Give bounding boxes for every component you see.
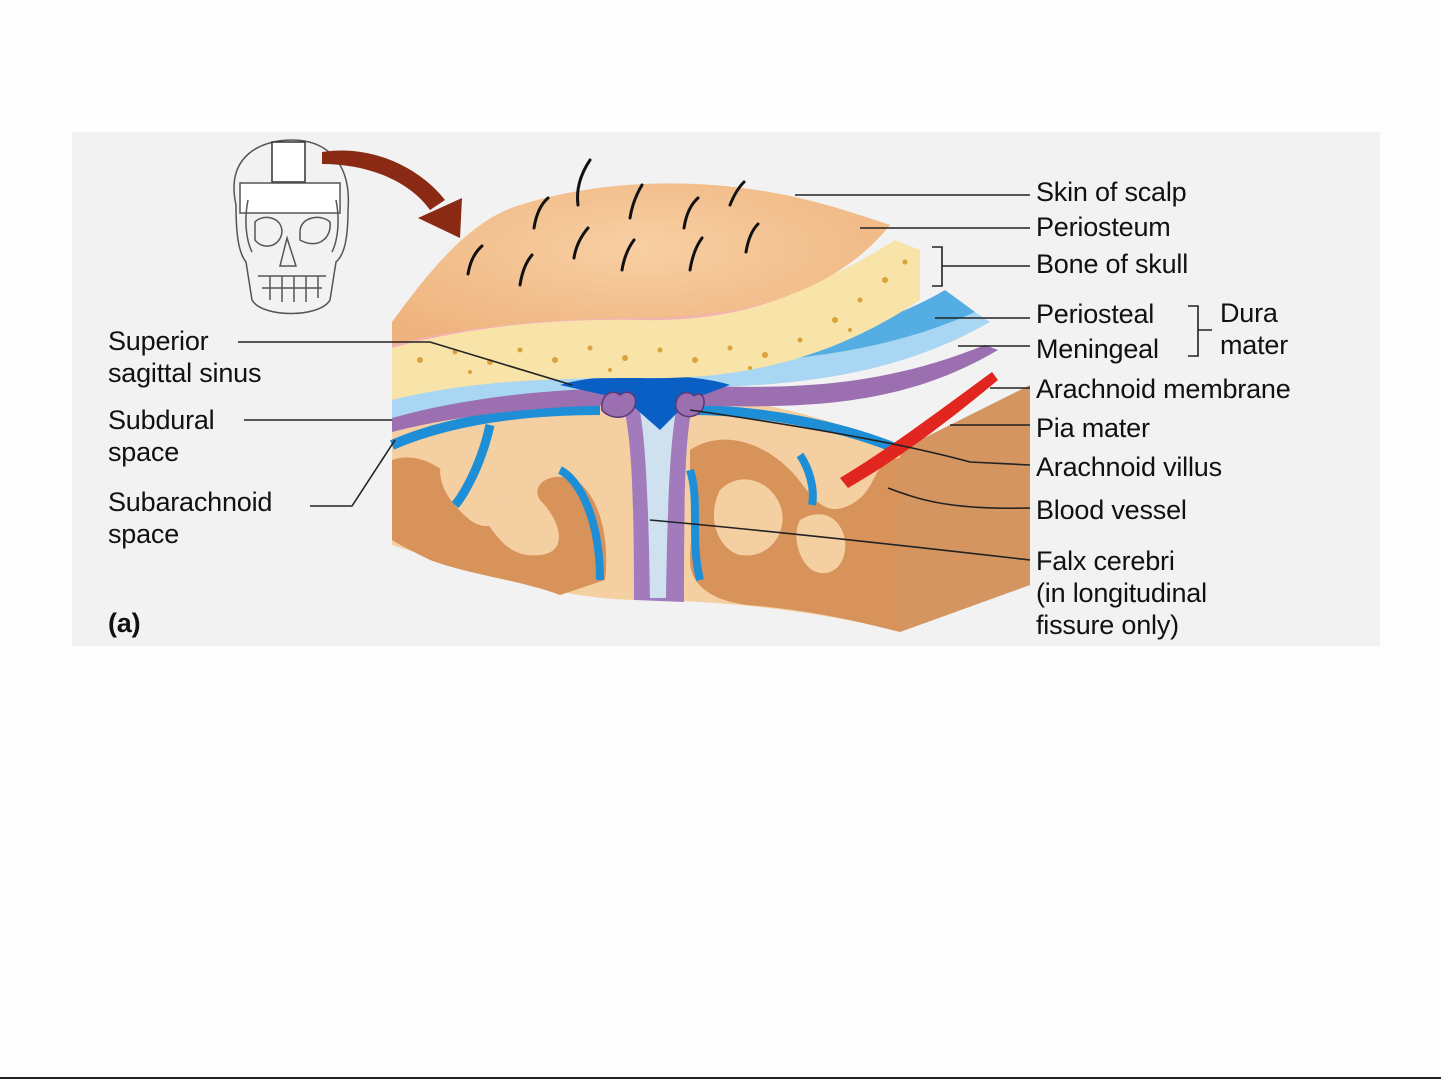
label-bone-of-skull: Bone of skull [1036,248,1188,280]
label-periosteal: Periosteal [1036,298,1154,330]
label-falx-note-1: (in longitudinal [1036,577,1207,609]
label-blood-vessel: Blood vessel [1036,494,1187,526]
label-meningeal: Meningeal [1036,333,1159,365]
label-superior: Superior [108,325,208,357]
label-sagittal-sinus: sagittal sinus [108,357,261,389]
label-falx-note-2: fissure only) [1036,609,1179,641]
panel-letter: (a) [108,607,140,639]
label-falx-cerebri: Falx cerebri [1036,545,1175,577]
bottom-rule [0,1077,1441,1079]
label-pia-mater: Pia mater [1036,412,1150,444]
label-subdural-space: space [108,436,179,468]
label-arachnoid-villus: Arachnoid villus [1036,451,1222,483]
label-dura: Dura [1220,297,1278,329]
label-subarachnoid-space: space [108,518,179,550]
label-skin-of-scalp: Skin of scalp [1036,176,1186,208]
skull-icon [234,140,348,314]
arrow-icon [322,150,462,238]
label-periosteum: Periosteum [1036,211,1171,243]
label-arachnoid-membrane: Arachnoid membrane [1036,373,1291,405]
label-subarachnoid: Subarachnoid [108,486,272,518]
label-subdural: Subdural [108,404,214,436]
label-mater: mater [1220,329,1288,361]
